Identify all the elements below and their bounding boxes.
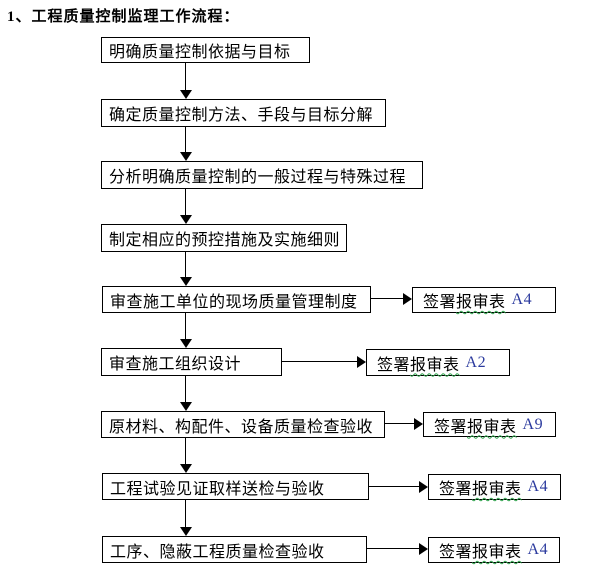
output-box-a4-1: 签署报审表 A4: [412, 287, 556, 313]
output-sign-text: 签署: [377, 356, 411, 374]
output-box-a4-3: 签署报审表 A4: [428, 537, 560, 563]
output-sign-text: 签署: [434, 418, 468, 436]
down-arrow-icon: [180, 252, 192, 286]
right-arrow-icon: [282, 356, 366, 368]
output-form-code: A9: [522, 415, 544, 433]
output-sign-text: 签署: [423, 294, 457, 311]
down-arrow-icon: [180, 127, 192, 161]
right-arrow-icon: [385, 418, 423, 430]
flow-step-box-7: 原材料、构配件、设备质量检查验收: [101, 411, 385, 438]
output-sign-text: 签署: [439, 481, 473, 498]
down-arrow-icon: [180, 189, 192, 224]
output-box-a4-2: 签署报审表 A4: [428, 474, 561, 500]
right-arrow-icon: [371, 293, 412, 305]
flow-step-box-6: 审查施工组织设计: [101, 348, 282, 376]
down-arrow-icon: [180, 438, 192, 473]
down-arrow-icon: [180, 500, 192, 536]
flow-step-box-8: 工程试验见证取样送检与验收: [102, 473, 369, 500]
output-form-code: A4: [511, 291, 533, 308]
page-title: 1、工程质量控制监理工作流程：: [7, 9, 240, 25]
output-form-text: 报审表: [472, 481, 522, 498]
output-form-code: A4: [527, 478, 549, 495]
flow-step-label: 明确质量控制依据与目标: [109, 44, 291, 61]
flow-step-box-4: 制定相应的预控措施及实施细则: [101, 224, 347, 252]
flow-step-label: 审查施工组织设计: [109, 356, 242, 373]
output-form-text: 报审表: [456, 294, 506, 311]
output-sign-text: 签署: [439, 544, 473, 561]
flow-step-box-9: 工序、隐蔽工程质量检查验收: [102, 536, 367, 563]
flow-step-label: 审查施工单位的现场质量管理制度: [110, 293, 358, 311]
down-arrow-icon: [180, 313, 192, 348]
flow-step-box-2: 确定质量控制方法、手段与目标分解: [101, 99, 386, 127]
flow-step-box-1: 明确质量控制依据与目标: [101, 37, 310, 63]
output-form-code: A2: [465, 353, 487, 371]
flow-step-box-5: 审查施工单位的现场质量管理制度: [102, 286, 371, 313]
output-box-a2: 签署报审表 A2: [366, 349, 510, 376]
output-form-code: A4: [527, 541, 549, 558]
flow-step-label: 原材料、构配件、设备质量检查验收: [109, 418, 374, 436]
right-arrow-icon: [367, 543, 428, 555]
flow-step-label: 制定相应的预控措施及实施细则: [109, 232, 341, 249]
output-form-text: 报审表: [472, 544, 522, 561]
down-arrow-icon: [180, 376, 192, 411]
flow-step-label: 工序、隐蔽工程质量检查验收: [110, 543, 325, 561]
flow-step-label: 工程试验见证取样送检与验收: [110, 480, 325, 498]
right-arrow-icon: [369, 481, 428, 493]
down-arrow-icon: [180, 63, 192, 99]
flow-step-label: 分析明确质量控制的一般过程与特殊过程: [109, 169, 407, 186]
flow-step-box-3: 分析明确质量控制的一般过程与特殊过程: [101, 161, 423, 189]
output-form-text: 报审表: [410, 356, 460, 374]
flow-step-label: 确定质量控制方法、手段与目标分解: [109, 107, 374, 124]
output-form-text: 报审表: [467, 418, 517, 436]
output-box-a9: 签署报审表 A9: [423, 412, 556, 437]
